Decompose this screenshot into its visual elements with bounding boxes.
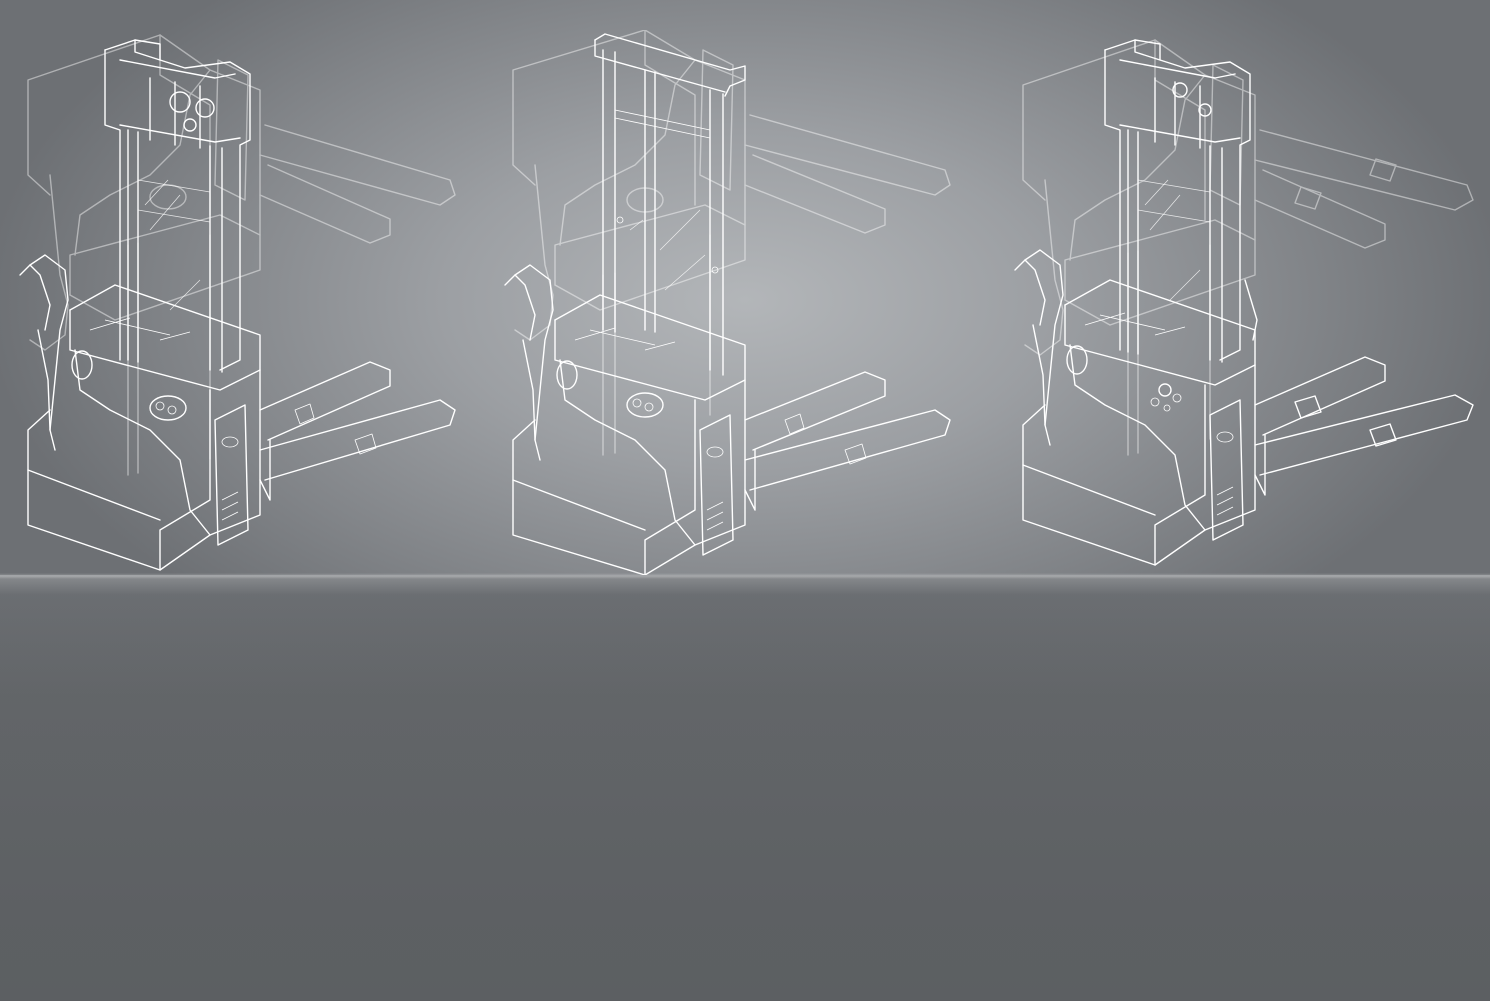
stacker-truck-right-reflection [1005, 30, 1475, 575]
stacker-truck-center [495, 30, 965, 576]
stacker-truck-left-reflection-drawing [27, 34, 456, 476]
stacker-truck-left [10, 30, 480, 575]
stacker-truck-left-drawing [19, 39, 456, 571]
stacker-truck-center-reflection [495, 29, 965, 575]
stacker-truck-right [1005, 30, 1475, 575]
stacker-truck-right-drawing [1014, 39, 1474, 566]
reflection-fade [0, 575, 1490, 1001]
stacker-truck-right-reflection-drawing [1022, 39, 1474, 456]
stacker-truck-center-drawing [504, 33, 951, 576]
stacker-truck-left-reflection [10, 30, 480, 575]
stacker-truck-center-reflection-drawing [512, 29, 951, 456]
